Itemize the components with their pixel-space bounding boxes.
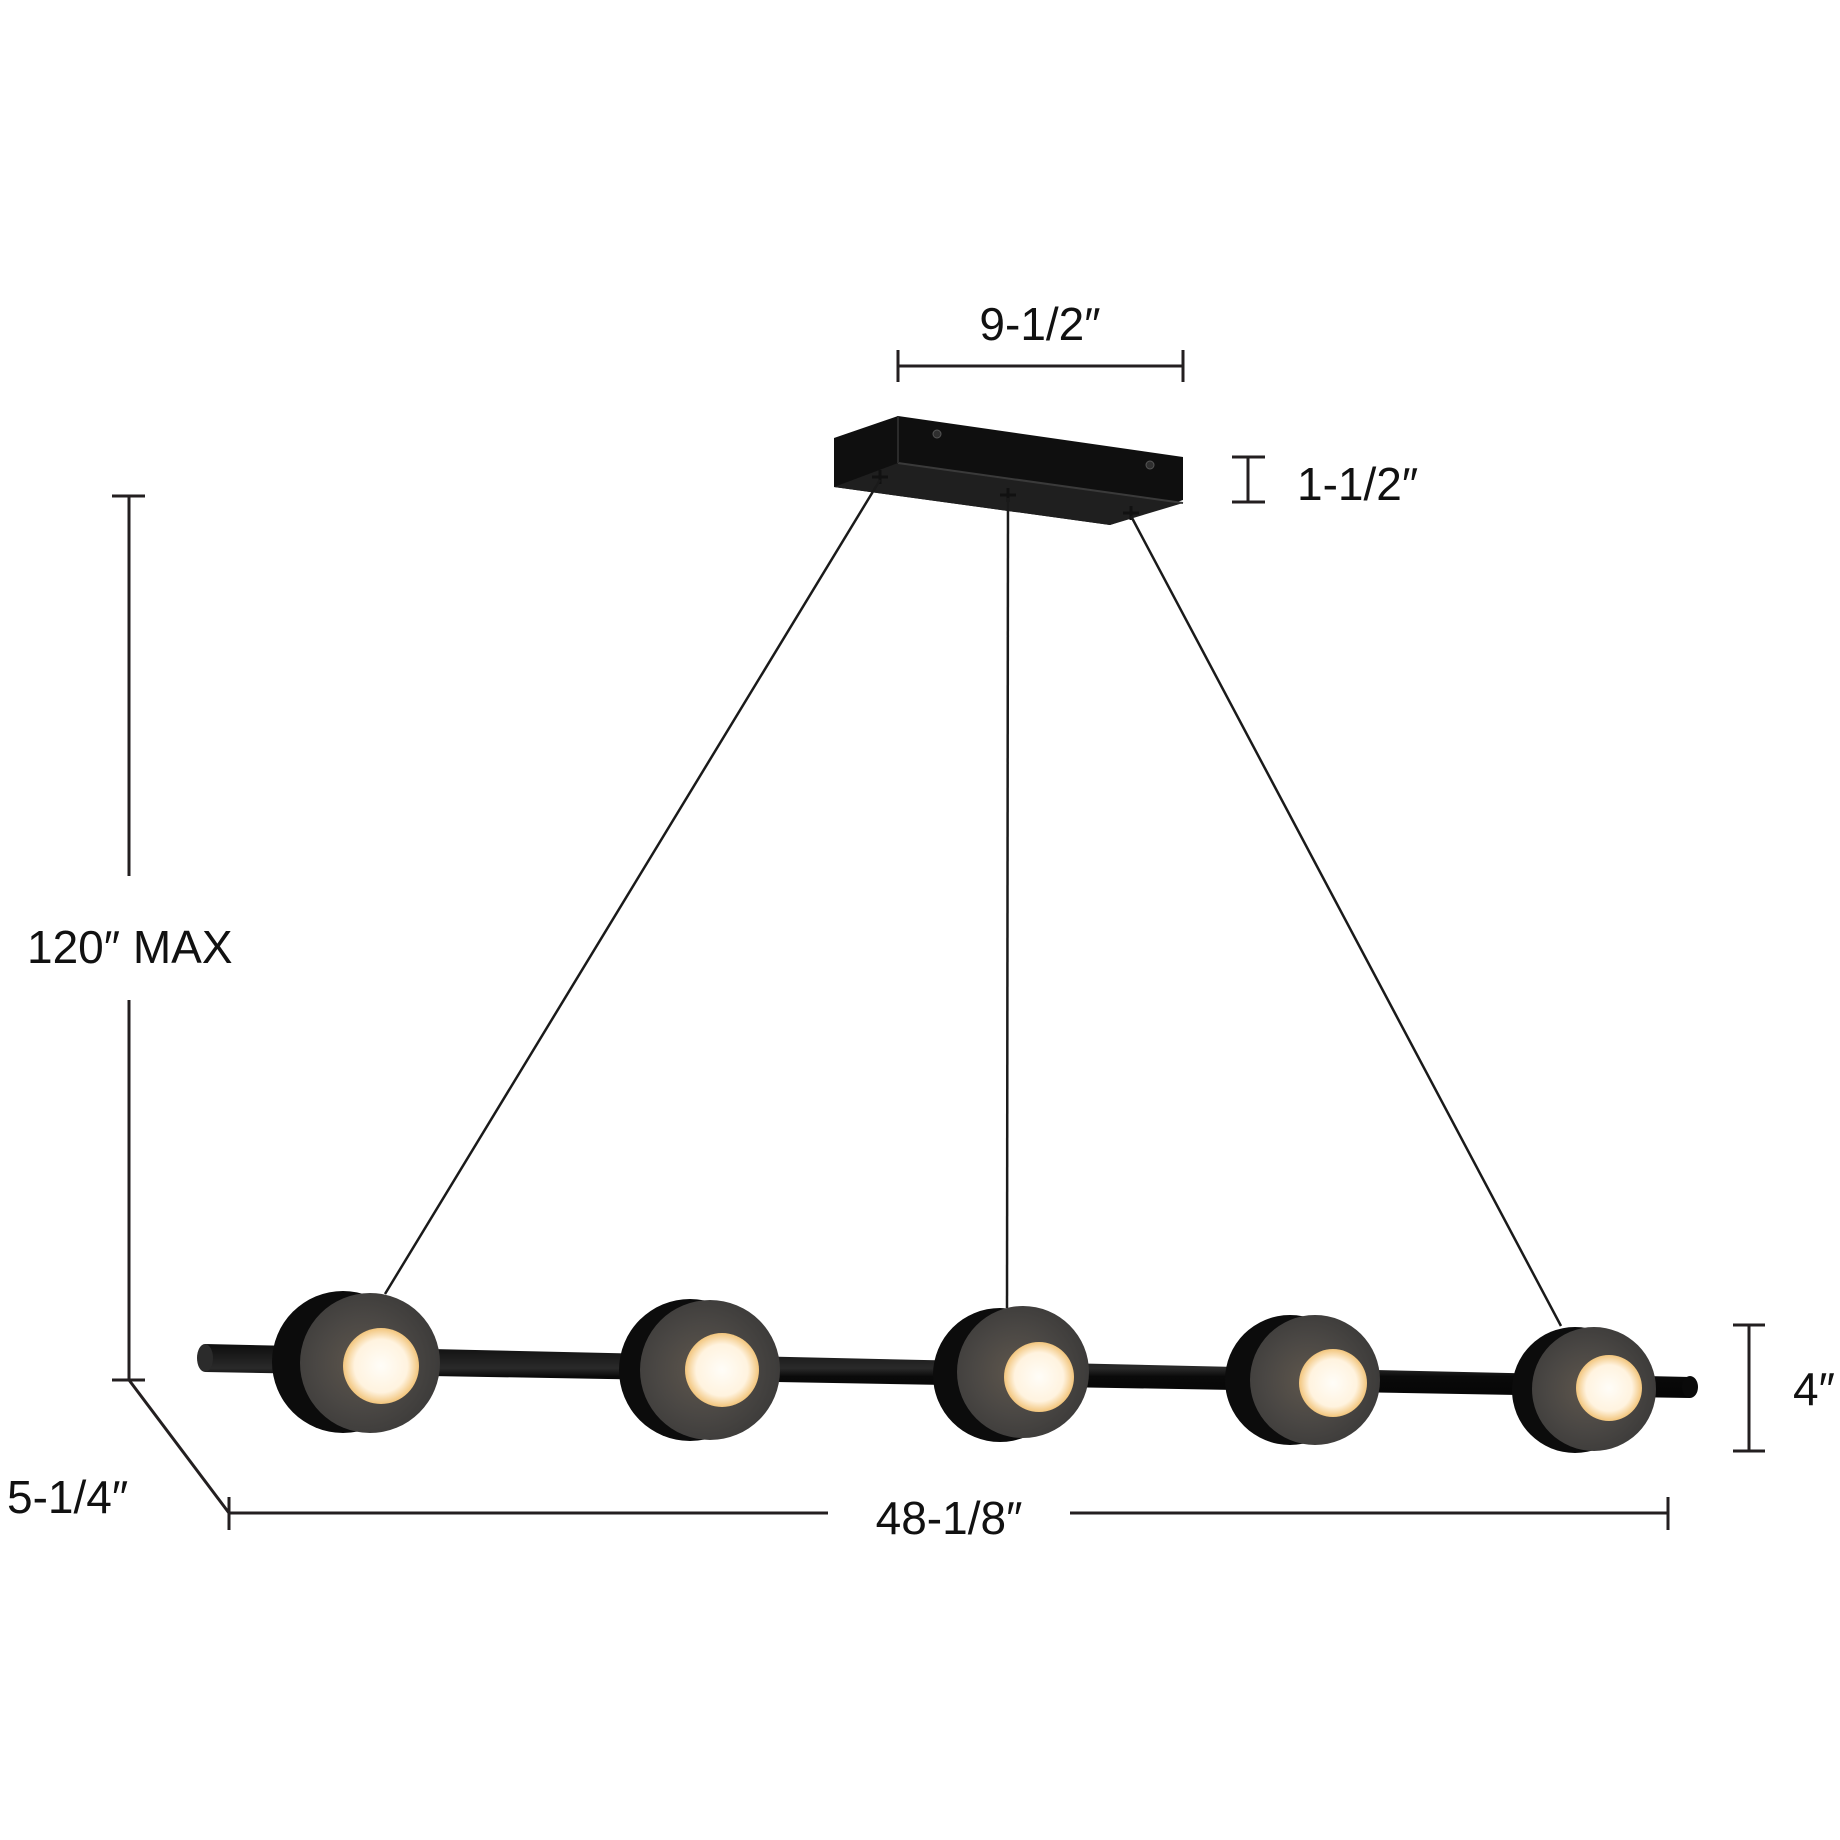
screw-icon	[1145, 460, 1155, 470]
depth-dimension: 5-1/4″	[7, 1379, 231, 1523]
suspension-cables	[383, 479, 1563, 1327]
light-head-1	[272, 1291, 440, 1433]
light-head-3	[933, 1306, 1089, 1442]
canopy-width-label: 9-1/2″	[979, 298, 1100, 350]
overall-height-dimension: 120″ MAX	[27, 494, 233, 1382]
overall-length-label: 48-1/8″	[876, 1492, 1023, 1544]
bulb-icon	[343, 1328, 419, 1404]
shade-height-label: 4″	[1793, 1363, 1835, 1415]
screw-icon	[932, 429, 942, 439]
overall-height-label: 120″ MAX	[27, 921, 233, 973]
depth-label: 5-1/4″	[7, 1471, 128, 1523]
canopy-width-dimension: 9-1/2″	[896, 298, 1185, 382]
overall-length-dimension: 48-1/8″	[227, 1492, 1670, 1544]
bulb-icon	[1004, 1342, 1074, 1412]
canopy-height-dimension: 1-1/2″	[1232, 455, 1418, 510]
shade-height-dimension: 4″	[1733, 1323, 1835, 1453]
canopy	[834, 416, 1184, 525]
bulb-icon	[1299, 1349, 1367, 1417]
bulb-icon	[1576, 1355, 1642, 1421]
bulb-icon	[685, 1333, 759, 1407]
light-head-5	[1512, 1327, 1656, 1453]
light-head-2	[619, 1299, 780, 1441]
light-head-4	[1225, 1315, 1380, 1445]
canopy-height-label: 1-1/2″	[1297, 458, 1418, 510]
